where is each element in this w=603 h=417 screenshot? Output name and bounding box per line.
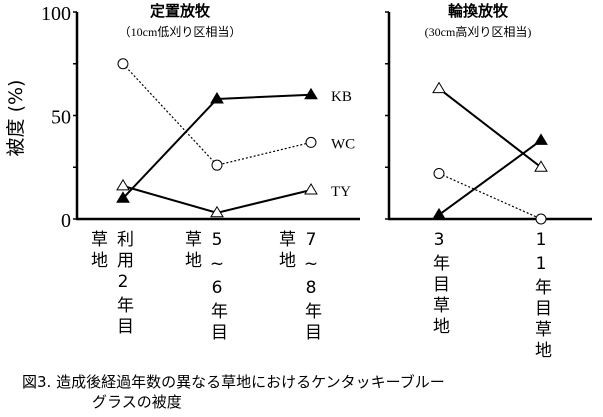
- marker-kb: [304, 87, 318, 100]
- figure-caption: 図3. 造成後経過年数の異なる草地におけるケンタッキーブルー グラスの被度: [22, 372, 445, 412]
- series-line-wc: [122, 63, 312, 166]
- marker-ty: [432, 81, 446, 94]
- marker-wc: [535, 213, 547, 225]
- chart-area: 定置放牧 （10cm低刈り区相当） 0 50 100 被度 (%) KB WC TY 輪換放牧 (3…: [5, 2, 592, 232]
- series-label-ty: TY: [331, 184, 351, 200]
- y-axis-label: 被度 (%): [5, 80, 27, 157]
- marker-ty: [304, 183, 318, 195]
- series-line-wc: [438, 172, 542, 220]
- marker-ty: [210, 205, 224, 218]
- series-label-wc: WC: [331, 136, 355, 152]
- category-label-1-col-2: 利用2年目: [113, 230, 133, 338]
- marker-wc: [211, 159, 223, 171]
- marker-kb: [534, 133, 548, 145]
- marker-wc: [433, 167, 445, 179]
- marker-ty: [116, 178, 130, 191]
- caption-line-1: 図3. 造成後経過年数の異なる草地におけるケンタッキーブルー: [22, 373, 445, 391]
- panel-subtitle: (30cm高刈り区相当): [425, 24, 532, 39]
- panel-title: 定置放牧: [150, 2, 211, 20]
- marker-ty: [534, 160, 548, 172]
- series-line-kb: [122, 93, 312, 199]
- category-label-1-col-1: 草地: [87, 230, 107, 272]
- panel-subtitle: （10cm低刈り区相当）: [119, 25, 242, 39]
- caption-line-2: グラスの被度: [92, 393, 182, 411]
- y-tick-label: 0: [61, 210, 71, 232]
- category-label-3-col-2: 7~8年目: [301, 230, 321, 344]
- category-label-2-col-2: 5~6年目: [207, 230, 227, 344]
- category-label-2-col-1: 草地: [181, 230, 201, 272]
- marker-kb: [210, 91, 224, 104]
- series-line-ty: [438, 87, 542, 169]
- marker-kb: [432, 207, 446, 220]
- marker-kb: [116, 191, 130, 203]
- marker-wc: [305, 136, 317, 148]
- series-line-kb: [438, 139, 542, 216]
- category-label-3-col-1: 草地: [275, 230, 295, 272]
- category-label-right-1: 3年目草地: [429, 230, 449, 338]
- category-label-right-2: 11年目草地: [531, 230, 551, 362]
- marker-wc: [117, 58, 129, 70]
- series-label-kb: KB: [331, 89, 352, 105]
- y-tick-label: 100: [41, 3, 71, 25]
- panel-title: 輪換放牧: [448, 2, 509, 20]
- y-tick-label: 50: [51, 107, 71, 129]
